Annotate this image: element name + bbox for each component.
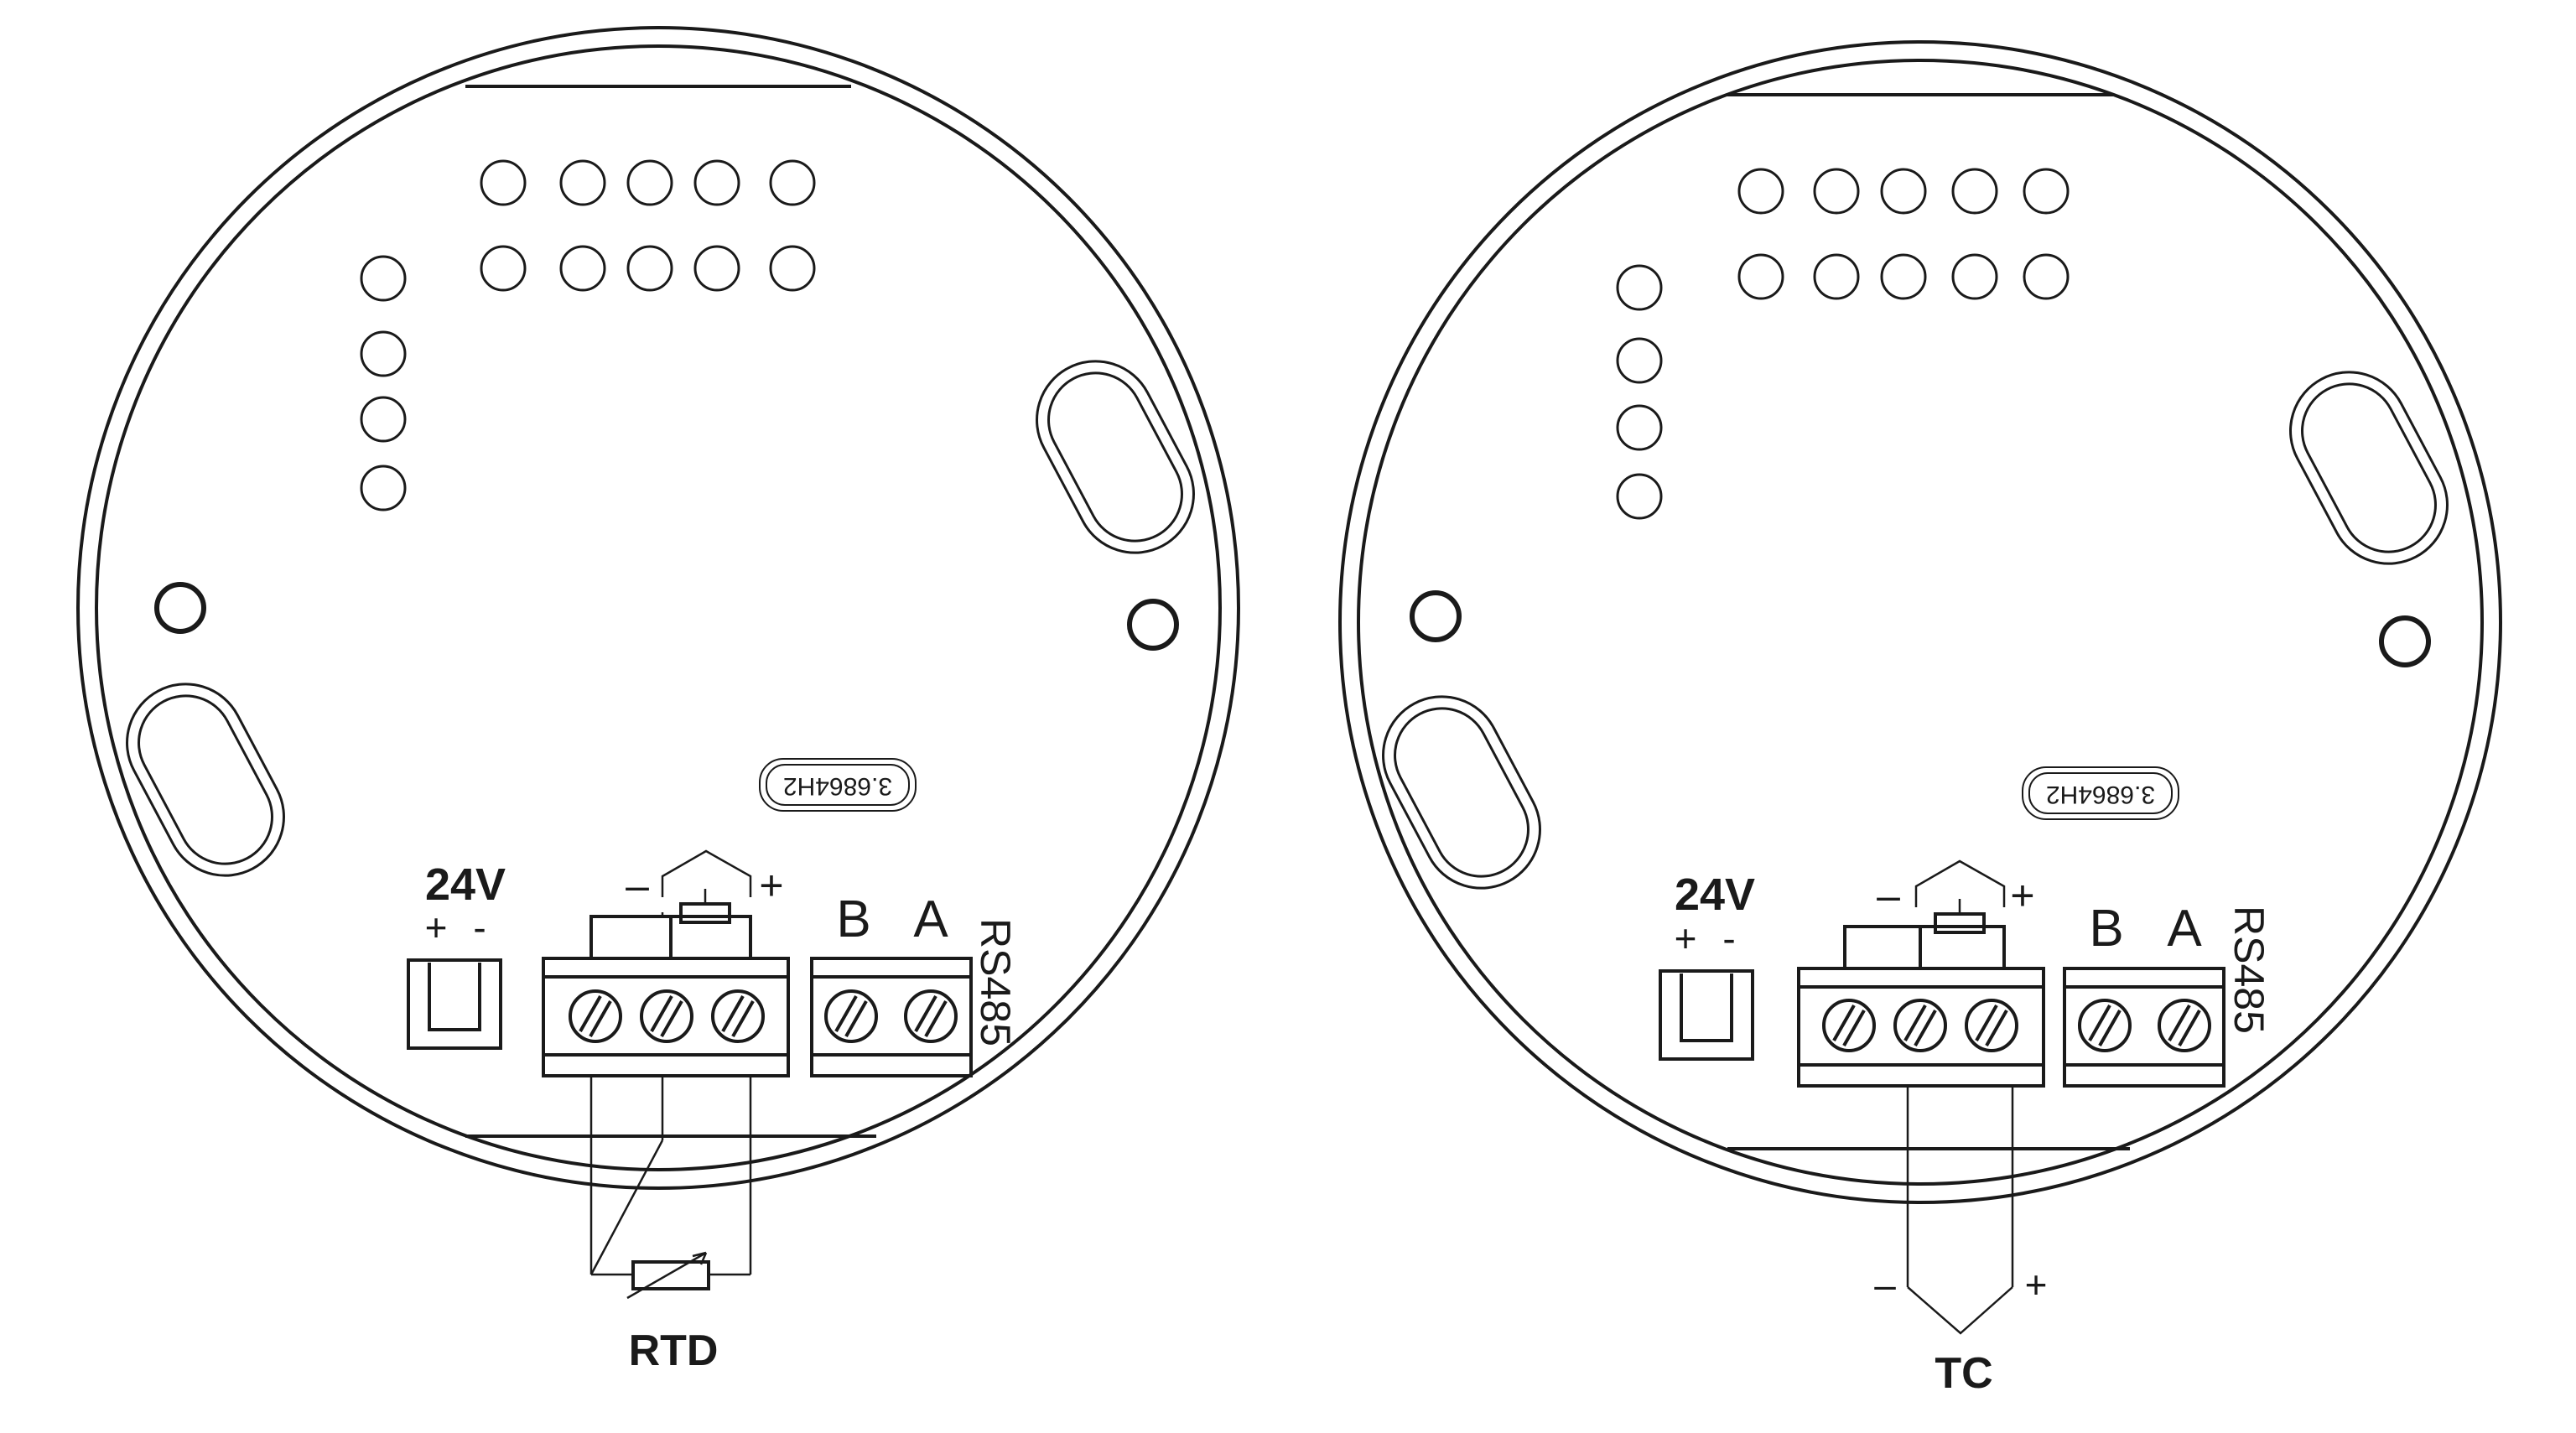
terminal-screw-1 [1822, 999, 1876, 1052]
tc-sensor-wiring [1906, 1086, 2014, 1335]
power-plus-label: + [1675, 916, 1697, 960]
mounting-slot-lower-left [126, 683, 285, 877]
tc-plus-label: + [2025, 1263, 2048, 1306]
pin-hole-array [1616, 168, 2070, 520]
rs485-screw-b [824, 989, 878, 1043]
power-connector-socket [1659, 969, 1754, 1061]
sensor-plus-label: + [2010, 872, 2034, 919]
pin-hole-array [360, 159, 816, 511]
terminal-screw-2 [1893, 999, 1947, 1052]
terminal-screw-3 [711, 989, 765, 1043]
rs485-a-label: A [2167, 900, 2202, 958]
sensor-terminal-block [1797, 925, 2045, 1088]
tc-minus-label: – [1874, 1263, 1896, 1306]
power-plus-label: + [425, 906, 448, 949]
rs485-terminal-block [2063, 967, 2225, 1088]
rtd-label: RTD [629, 1327, 719, 1375]
terminal-screw-2 [640, 989, 693, 1043]
resistor-symbol [661, 849, 752, 924]
terminal-screw-3 [1965, 999, 2018, 1052]
mounting-slot-upper-right [2289, 371, 2449, 565]
mounting-slot-upper-right [1036, 360, 1195, 554]
power-connector-socket [407, 958, 502, 1050]
sensor-minus-label: – [1877, 872, 1900, 919]
rs485-screw-a [904, 989, 958, 1043]
power-minus-label: - [473, 906, 486, 949]
part-number-plate: 3.6864H2 [2022, 766, 2179, 820]
mounting-screw-hole-right [1127, 599, 1179, 651]
part-number-text: 3.6864H2 [2046, 781, 2155, 808]
rs485-a-label: A [913, 890, 948, 948]
tc-wiring-panel: 3.6864H2 24V + - – + B A [1338, 40, 2502, 1398]
mounting-screw-hole-left [1410, 590, 1462, 642]
power-label: 24V [425, 859, 506, 910]
sensor-plus-label: + [759, 862, 783, 909]
rs485-b-label: B [2089, 900, 2123, 958]
mounting-screw-hole-right [2379, 615, 2431, 667]
rs485-screw-b [2078, 999, 2132, 1052]
rs485-terminal-block [810, 957, 973, 1077]
mounting-screw-hole-left [154, 582, 206, 634]
rtd-variable-resistor-icon [626, 1251, 710, 1300]
housing-outer-ring [1338, 40, 2502, 1204]
rs485-screw-a [2158, 999, 2211, 1052]
housing-inner-ring [1357, 59, 2484, 1186]
tc-label: TC [1935, 1349, 1992, 1398]
part-number-plate: 3.6864H2 [759, 758, 917, 812]
resistor-symbol [1914, 859, 2006, 934]
power-minus-label: - [1722, 916, 1735, 960]
rtd-sensor-wiring [589, 1076, 752, 1276]
terminal-screw-1 [569, 989, 622, 1043]
part-number-text: 3.6864H2 [783, 772, 892, 800]
mounting-slot-lower-left [1382, 695, 1541, 890]
rs485-label: RS485 [2225, 906, 2272, 1034]
rtd-wiring-panel: 3.6864H2 24V + - – + B [76, 26, 1240, 1375]
sensor-terminal-block [542, 915, 790, 1077]
rs485-label: RS485 [972, 918, 1019, 1046]
housing-outer-ring [76, 26, 1240, 1190]
power-label: 24V [1675, 870, 1755, 920]
rs485-b-label: B [836, 890, 870, 948]
housing-inner-ring [95, 44, 1222, 1171]
sensor-minus-label: – [626, 862, 649, 909]
